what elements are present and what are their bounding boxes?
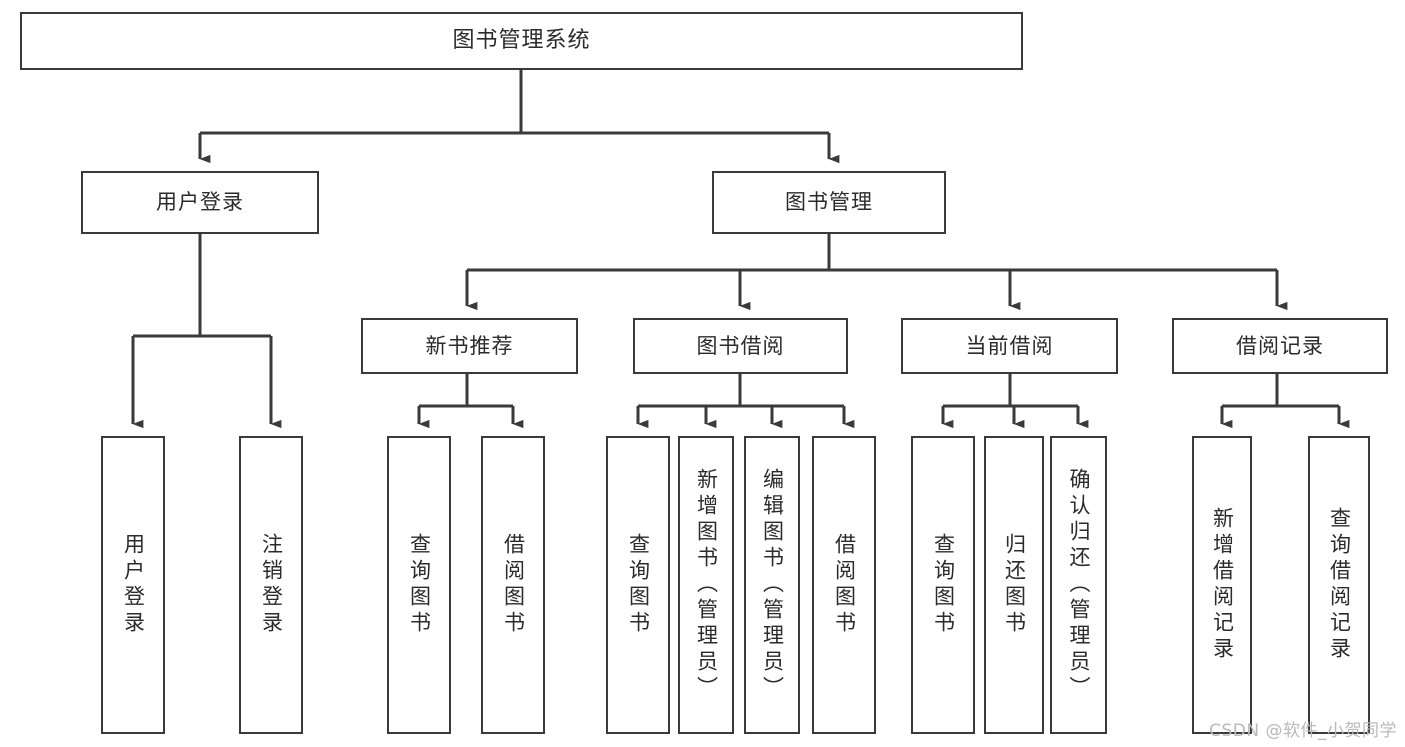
node-logout-do[interactable]: 注销登录 bbox=[239, 436, 303, 734]
node-br-add-label: 新增借阅记录 bbox=[1210, 507, 1235, 663]
node-br-query-label: 查询借阅记录 bbox=[1327, 507, 1352, 663]
node-nbr-borrow[interactable]: 借阅图书 bbox=[481, 436, 545, 734]
node-cb-confirm-label: 确认归还（管理员） bbox=[1067, 468, 1091, 702]
node-bb-edit[interactable]: 编辑图书（管理员） bbox=[744, 436, 800, 734]
node-nbr-borrow-label: 借阅图书 bbox=[501, 533, 526, 637]
node-book-borrow-label: 图书借阅 bbox=[696, 333, 785, 358]
node-bb-borrow[interactable]: 借阅图书 bbox=[812, 436, 876, 734]
node-book-manage-label: 图书管理 bbox=[785, 190, 873, 215]
watermark-text: CSDN @软件_小贺同学 bbox=[1209, 721, 1397, 741]
node-book-manage[interactable]: 图书管理 bbox=[712, 171, 946, 234]
node-root-label: 图书管理系统 bbox=[452, 27, 591, 53]
node-bb-query-label: 查询图书 bbox=[626, 533, 651, 637]
node-bb-borrow-label: 借阅图书 bbox=[832, 533, 857, 637]
node-user-login-label: 用户登录 bbox=[156, 190, 244, 215]
node-nbr-query-label: 查询图书 bbox=[407, 533, 432, 637]
node-borrow-record[interactable]: 借阅记录 bbox=[1172, 318, 1388, 374]
node-bb-add-label: 新增图书（管理员） bbox=[694, 468, 719, 702]
node-new-book-rec-label: 新书推荐 bbox=[425, 333, 514, 358]
node-bb-add[interactable]: 新增图书（管理员） bbox=[678, 436, 734, 734]
node-cb-query[interactable]: 查询图书 bbox=[911, 436, 975, 734]
node-br-query[interactable]: 查询借阅记录 bbox=[1308, 436, 1370, 734]
node-borrow-record-label: 借阅记录 bbox=[1236, 333, 1324, 358]
node-new-book-rec[interactable]: 新书推荐 bbox=[361, 318, 578, 374]
node-cb-return-label: 归还图书 bbox=[1002, 533, 1027, 637]
node-cb-confirm[interactable]: 确认归还（管理员） bbox=[1050, 436, 1107, 734]
node-login-do-label: 用户登录 bbox=[121, 533, 146, 637]
node-current-borrow[interactable]: 当前借阅 bbox=[901, 318, 1118, 374]
node-login-do[interactable]: 用户登录 bbox=[101, 436, 165, 734]
node-cb-return[interactable]: 归还图书 bbox=[984, 436, 1044, 734]
node-bb-query[interactable]: 查询图书 bbox=[606, 436, 670, 734]
node-logout-do-label: 注销登录 bbox=[259, 533, 284, 637]
node-bb-edit-label: 编辑图书（管理员） bbox=[760, 468, 785, 702]
node-cb-query-label: 查询图书 bbox=[931, 533, 956, 637]
node-current-borrow-label: 当前借阅 bbox=[965, 333, 1054, 358]
node-br-add[interactable]: 新增借阅记录 bbox=[1192, 436, 1252, 734]
node-root[interactable]: 图书管理系统 bbox=[20, 12, 1023, 70]
node-nbr-query[interactable]: 查询图书 bbox=[387, 436, 451, 734]
node-book-borrow[interactable]: 图书借阅 bbox=[633, 318, 848, 374]
node-user-login[interactable]: 用户登录 bbox=[81, 171, 319, 234]
